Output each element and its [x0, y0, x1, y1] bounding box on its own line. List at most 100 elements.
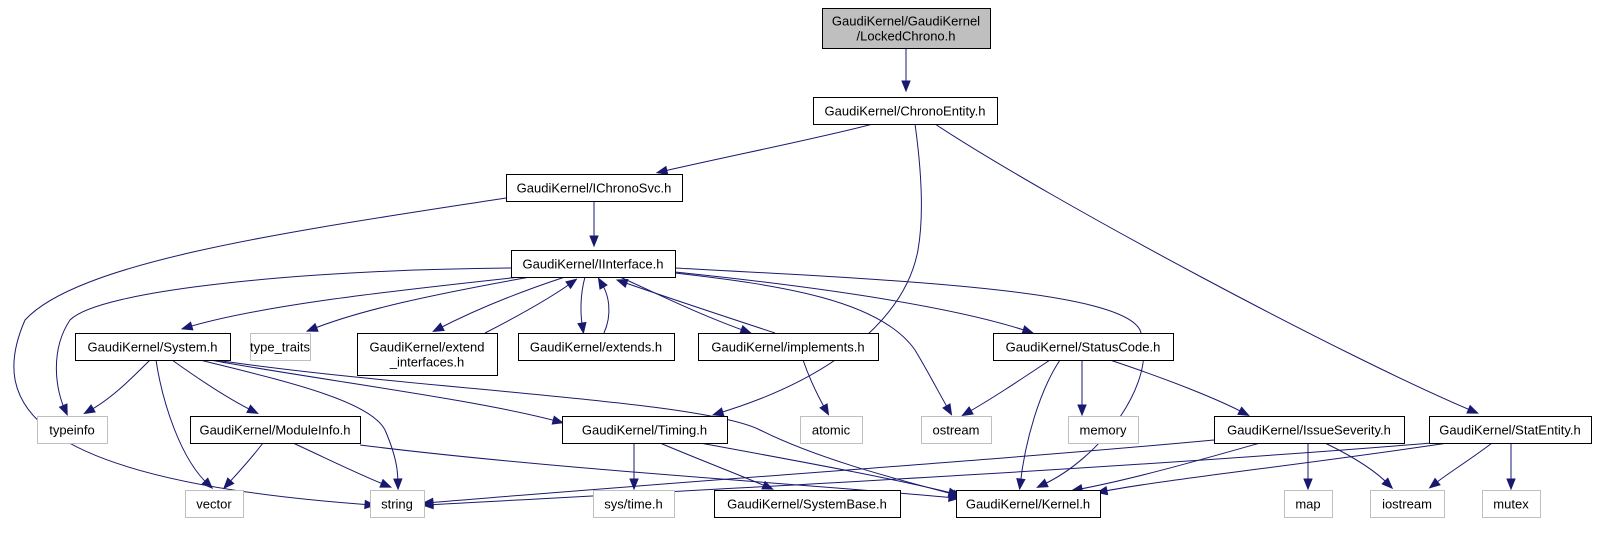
- arrowhead-icon: [1303, 478, 1313, 491]
- edge-line: [1431, 442, 1493, 487]
- edge-system-to-vector: [155, 359, 214, 490]
- edge-line: [619, 276, 749, 333]
- node-label: GaudiKernel/StatEntity.h: [1439, 423, 1580, 438]
- arrowhead-icon: [246, 404, 259, 414]
- edge-line: [425, 439, 1215, 504]
- node-label: ostream: [933, 423, 980, 438]
- arrowhead-icon: [711, 407, 725, 417]
- edge-line: [309, 276, 531, 331]
- arrowhead-icon: [589, 235, 599, 248]
- edge-moduleinfo-to-vector: [223, 442, 264, 490]
- node-iinterface[interactable]: GaudiKernel/IInterface.h: [511, 250, 676, 278]
- node-timing[interactable]: GaudiKernel/Timing.h: [562, 416, 728, 444]
- node-moduleinfo[interactable]: GaudiKernel/ModuleInfo.h: [190, 416, 361, 444]
- node-box: [185, 490, 244, 518]
- node-label: /LockedChrono.h: [856, 29, 955, 44]
- edge-line: [55, 267, 512, 413]
- arrowhead-icon: [761, 480, 774, 490]
- node-label: GaudiKernel/IChronoSvc.h: [517, 181, 672, 196]
- node-statuscode[interactable]: GaudiKernel/StatusCode.h: [993, 333, 1174, 361]
- node-box: [1370, 490, 1445, 518]
- nodes-layer: GaudiKernel/GaudiKernel/LockedChrono.hGa…: [37, 8, 1592, 518]
- node-box: [250, 333, 311, 361]
- node-systembase[interactable]: GaudiKernel/SystemBase.h: [714, 490, 901, 518]
- edge-issueseverity-to-map: [1303, 443, 1313, 491]
- node-iostream: iostream: [1370, 490, 1445, 518]
- arrowhead-icon: [739, 324, 753, 334]
- node-label: GaudiKernel/Timing.h: [582, 423, 707, 438]
- edge-chrono-to-timing: [711, 123, 922, 417]
- node-label: GaudiKernel/IInterface.h: [523, 257, 664, 272]
- node-label: GaudiKernel/extend: [370, 340, 485, 355]
- node-ostream: ostream: [921, 416, 992, 444]
- edge-iinterface-to-implements: [619, 276, 753, 334]
- node-box: [506, 174, 683, 202]
- edge-line: [1099, 442, 1449, 493]
- node-memory: memory: [1068, 416, 1139, 444]
- edge-line: [1324, 442, 1391, 487]
- node-ichrono[interactable]: GaudiKernel/IChronoSvc.h: [506, 174, 683, 202]
- arrowhead-icon: [615, 278, 629, 288]
- arrowhead-icon: [379, 478, 393, 488]
- arrowhead-icon: [942, 403, 953, 416]
- node-box: [518, 333, 675, 361]
- node-type-traits: type_traits: [250, 333, 311, 361]
- node-statentity[interactable]: GaudiKernel/StatEntity.h: [1429, 416, 1592, 444]
- edge-line: [155, 359, 211, 487]
- node-label: GaudiKernel/ChronoEntity.h: [825, 104, 986, 119]
- arrowhead-icon: [1466, 404, 1480, 414]
- edge-line: [225, 442, 264, 487]
- node-chrono[interactable]: GaudiKernel/ChronoEntity.h: [813, 97, 998, 125]
- edge-line: [484, 280, 575, 334]
- node-extend-if[interactable]: GaudiKernel/extend_interfaces.h: [357, 333, 498, 376]
- node-box: [813, 97, 998, 125]
- edge-line: [619, 280, 776, 334]
- edge-locked-to-chrono: [901, 48, 911, 93]
- edge-line: [1074, 442, 1261, 491]
- arrowhead-icon: [901, 80, 911, 93]
- edge-ichrono-to-iinterface: [589, 201, 599, 248]
- node-implements[interactable]: GaudiKernel/implements.h: [698, 333, 879, 361]
- arrowhead-icon: [1077, 404, 1087, 417]
- edge-line: [580, 276, 586, 331]
- edge-line: [674, 271, 1031, 333]
- node-systime: sys/time.h: [593, 490, 675, 518]
- edge-statuscode-to-ostream: [961, 359, 1051, 417]
- edge-line: [209, 359, 561, 423]
- arrowhead-icon: [421, 499, 434, 510]
- edge-moduleinfo-to-string: [292, 442, 393, 488]
- edge-line: [199, 359, 399, 487]
- node-string: string: [370, 490, 425, 518]
- arrowhead-icon: [961, 406, 974, 417]
- node-mutex: mutex: [1482, 490, 1541, 518]
- node-box: [822, 8, 991, 49]
- node-box: [511, 250, 676, 278]
- node-issueseverity[interactable]: GaudiKernel/IssueSeverity.h: [1214, 416, 1405, 444]
- arrowhead-icon: [565, 278, 578, 290]
- node-label: memory: [1080, 423, 1127, 438]
- node-system[interactable]: GaudiKernel/System.h: [75, 333, 231, 361]
- edge-iinterface-to-system: [180, 276, 521, 331]
- edge-statentity-to-string: [421, 442, 1433, 510]
- node-label: map: [1295, 497, 1320, 512]
- node-box: [370, 490, 425, 518]
- edge-chrono-to-ichrono: [655, 123, 874, 175]
- node-locked[interactable]: GaudiKernel/GaudiKernel/LockedChrono.h: [822, 8, 991, 49]
- node-box: [190, 416, 361, 444]
- arrowhead-icon: [629, 478, 639, 491]
- node-label: atomic: [812, 423, 851, 438]
- node-vector: vector: [185, 490, 244, 518]
- arrowhead-icon: [597, 277, 608, 290]
- node-box: [1214, 416, 1405, 444]
- node-atomic: atomic: [800, 416, 863, 444]
- node-label: GaudiKernel/IssueSeverity.h: [1227, 423, 1391, 438]
- arrowhead-icon: [655, 165, 669, 175]
- node-label: GaudiKernel/Kernel.h: [966, 497, 1090, 512]
- node-label: type_traits: [250, 340, 310, 355]
- node-box: [698, 333, 879, 361]
- node-kernel[interactable]: GaudiKernel/Kernel.h: [956, 490, 1101, 518]
- node-box: [714, 490, 901, 518]
- node-extends[interactable]: GaudiKernel/extends.h: [518, 333, 675, 361]
- arrowhead-icon: [577, 321, 587, 335]
